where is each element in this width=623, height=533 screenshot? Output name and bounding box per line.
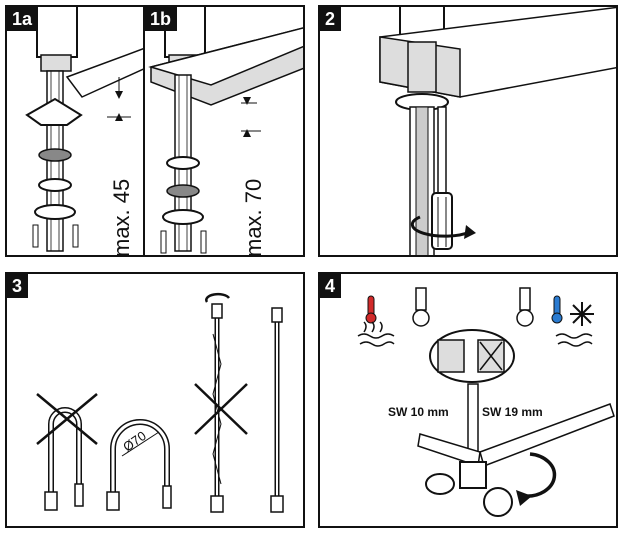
cold-water-snowflake-icon	[551, 295, 594, 347]
panel-2: 2	[318, 5, 618, 257]
panel-tag: 1a	[7, 7, 39, 31]
wrench-size-large-label: SW 19 mm	[482, 405, 543, 419]
faucet-mount-illustration: max. 45	[25, 7, 144, 257]
panel-tag: 1b	[145, 7, 178, 31]
rotation-arrow-icon	[205, 292, 231, 303]
dimension-label: max. 45	[109, 179, 134, 257]
panel-1b: 1b max. 70	[143, 5, 305, 257]
rotation-arrow-icon	[523, 452, 557, 498]
rotation-arrow-icon	[410, 215, 471, 238]
panel-3: 3 Ø70	[5, 272, 305, 528]
panel-tag: 3	[7, 274, 29, 298]
diameter-label: Ø70	[120, 428, 149, 454]
hose-connection-illustration: SW 10 mm SW 19 mm	[357, 287, 615, 517]
faucet-mount-illustration: max. 70	[148, 7, 303, 257]
wrench-size-small-label: SW 10 mm	[388, 405, 449, 419]
hose-bending-illustration: Ø70	[36, 292, 284, 513]
hot-water-thermometer-icon	[357, 295, 395, 347]
panel-tag: 4	[320, 274, 342, 298]
dimension-label: max. 70	[241, 179, 266, 257]
panel-1a: 1a max. 45	[5, 5, 146, 257]
cross-out-icon	[36, 393, 98, 445]
cross-out-icon	[194, 383, 248, 435]
panel-4: 4 SW 10 mm SW 19 mm	[318, 272, 618, 528]
panel-tag: 2	[320, 7, 342, 31]
screwdriver-tighten-illustration	[379, 7, 616, 255]
